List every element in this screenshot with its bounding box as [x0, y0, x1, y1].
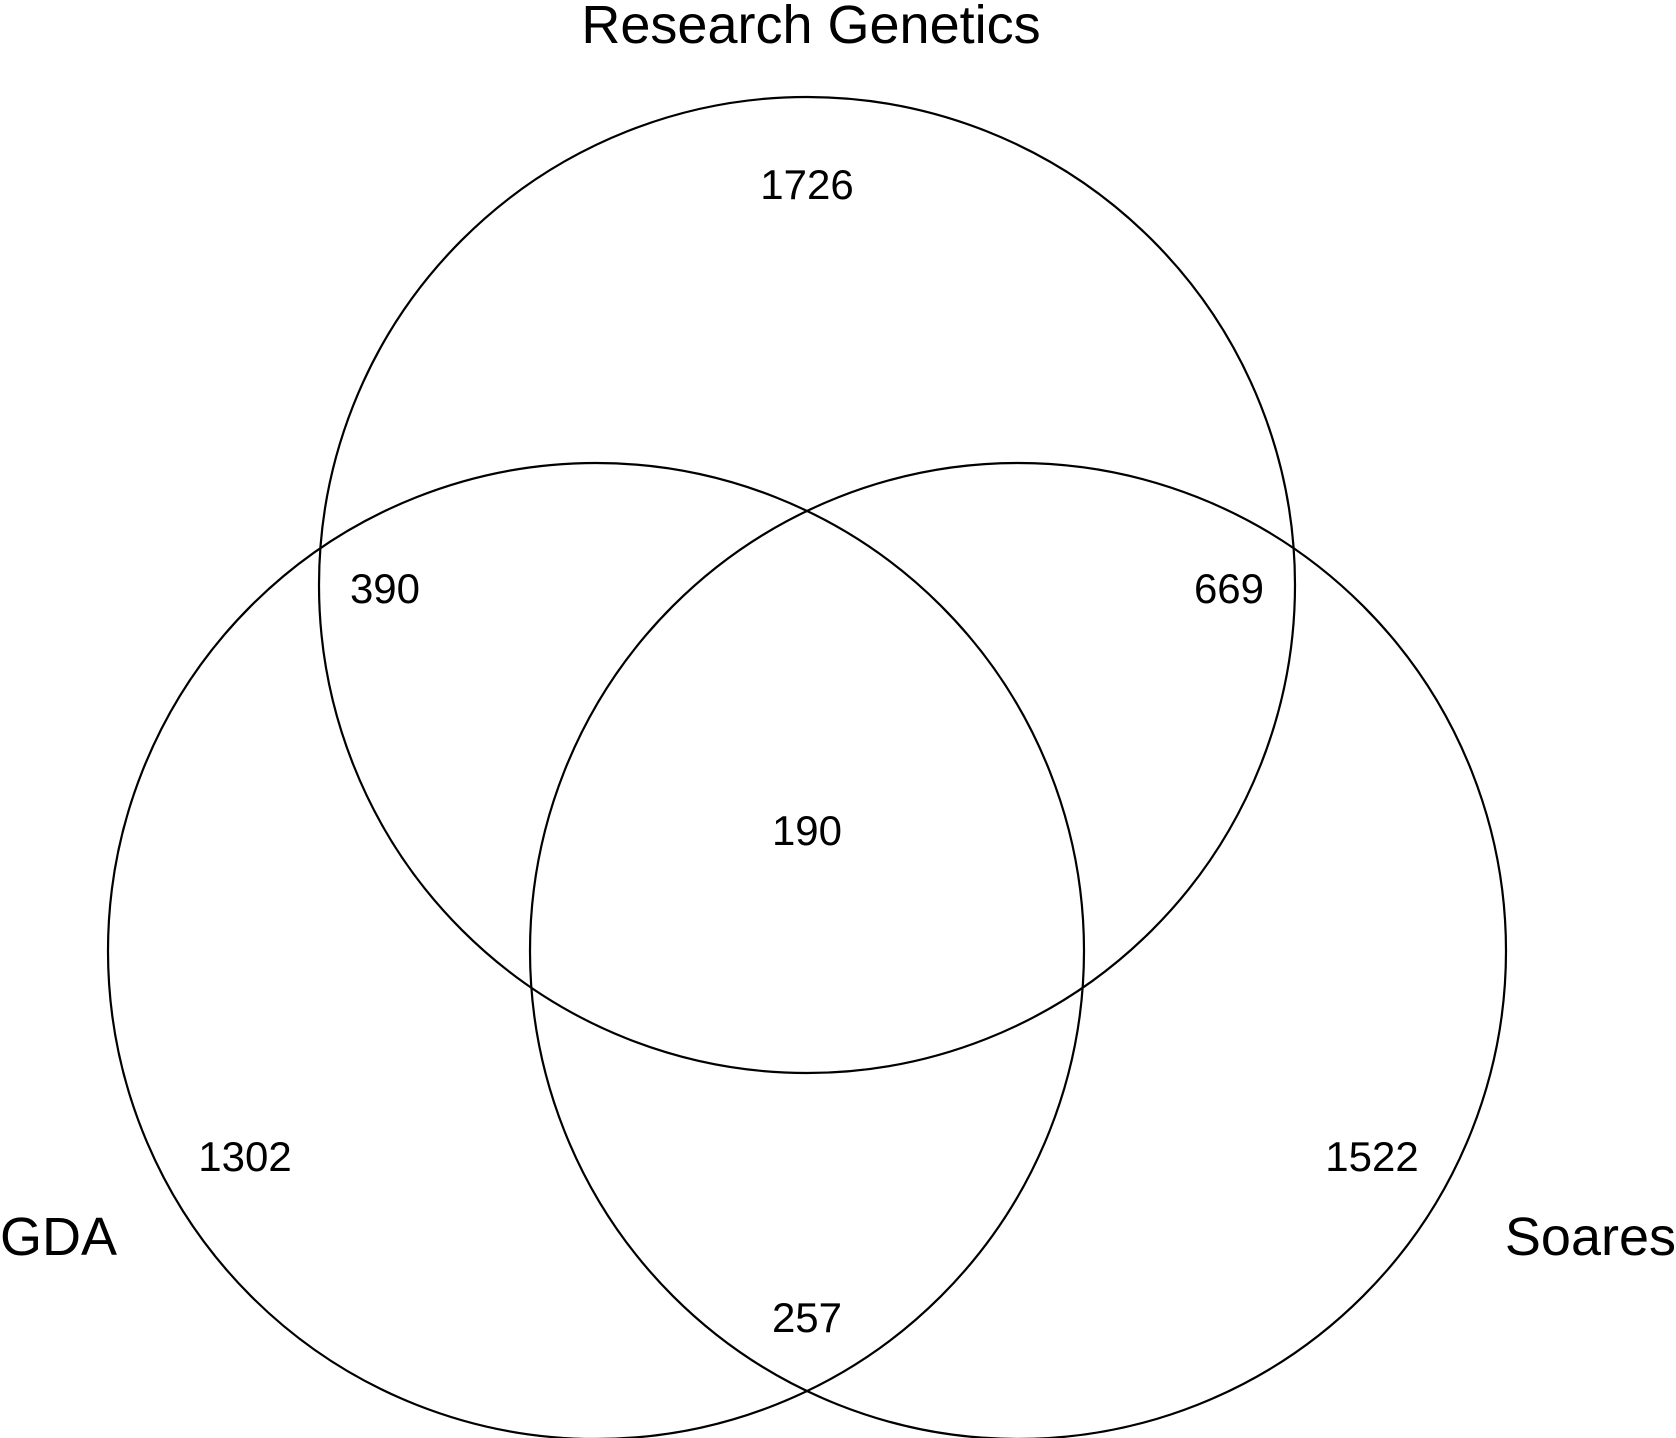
- region-count-gda-soares: 257: [772, 1294, 842, 1341]
- region-count-gda-research-genetics: 390: [350, 565, 420, 612]
- region-count-gda-only: 1302: [198, 1133, 291, 1180]
- circle-research-genetics: [317, 95, 1297, 1075]
- region-count-research-genetics-soares: 669: [1194, 565, 1264, 612]
- circle-soares: [529, 462, 1507, 1438]
- circle-gda: [107, 462, 1085, 1438]
- set-label-soares: Soares: [1505, 1207, 1676, 1267]
- set-label-research-genetics: Research Genetics: [581, 0, 1040, 55]
- region-count-research-genetics-only: 1726: [760, 161, 853, 208]
- region-count-all-three: 190: [772, 807, 842, 854]
- region-count-soares-only: 1522: [1325, 1133, 1418, 1180]
- set-label-gda: GDA: [0, 1207, 117, 1267]
